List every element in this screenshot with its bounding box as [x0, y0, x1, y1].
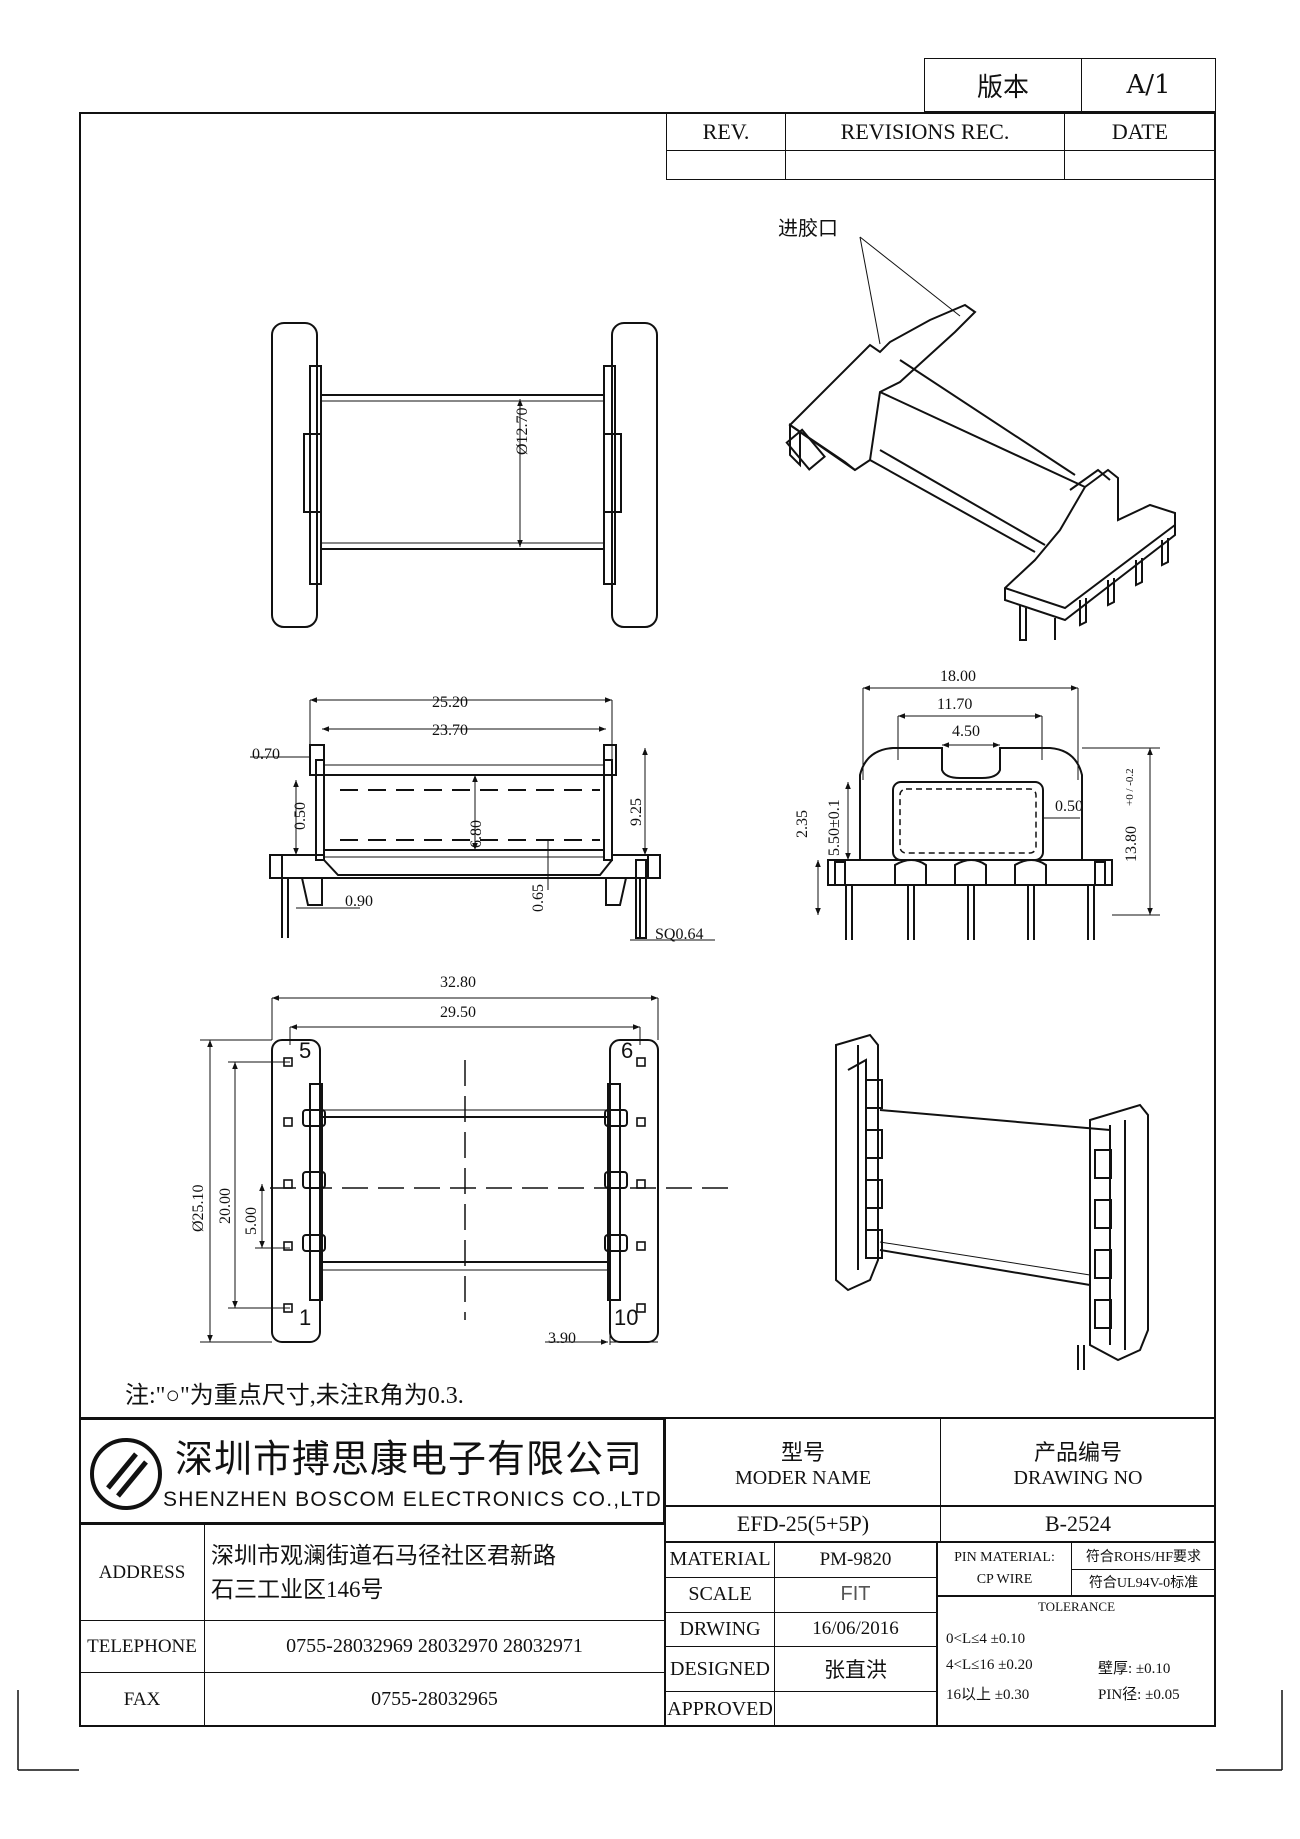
address-line1: 深圳市观澜街道石马径社区君新路 [211, 1542, 556, 1568]
contact-table: ADDRESS 深圳市观澜街道石马径社区君新路 石三工业区146号 TELEPH… [79, 1524, 665, 1727]
pin-10-label: 10 [614, 1305, 639, 1330]
tolerance-row3b: PIN径: ±0.05 [1098, 1687, 1180, 1703]
tolerance-row1: 0<L≤4 ±0.10 [946, 1631, 1026, 1647]
company-block: 深圳市搏思康电子有限公司 SHENZHEN BOSCOM ELECTRONICS… [79, 1418, 665, 1524]
bottom-view [200, 995, 730, 1345]
approved-label: APPROVED [665, 1691, 775, 1727]
dim-25-20: 25.20 [432, 694, 468, 711]
dim-32-80: 32.80 [440, 974, 476, 991]
fax-value: 0755-28032965 [204, 1672, 665, 1727]
ul-value: 符合UL94V-0标准 [1071, 1568, 1216, 1596]
cp-wire-label: CP WIRE [976, 1572, 1033, 1587]
company-name-cn: 深圳市搏思康电子有限公司 [175, 1439, 644, 1481]
company-name-en: SHENZHEN BOSCOM ELECTRONICS CO.,LTD [163, 1488, 662, 1511]
top-view [271, 322, 658, 628]
rohs-value: 符合ROHS/HF要求 [1071, 1542, 1216, 1570]
pin-1-label: 1 [299, 1305, 312, 1330]
dim-11-70: 11.70 [937, 696, 973, 713]
drawing-no-label-cn: 产品编号 [1033, 1439, 1122, 1465]
dim-29-50: 29.50 [440, 1004, 476, 1021]
dim-0-70: 0.70 [252, 746, 280, 763]
dim-23-70: 23.70 [432, 722, 468, 739]
dim-0-90: 0.90 [345, 893, 373, 910]
designed-label: DESIGNED [665, 1646, 775, 1693]
tolerance-label: TOLERANCE [1037, 1599, 1116, 1614]
material-label: MATERIAL [665, 1542, 775, 1578]
version-box: 版本 A/1 [924, 58, 1216, 112]
dim-4-50: 4.50 [952, 723, 980, 740]
model-value: EFD-25(5+5P) [665, 1506, 941, 1542]
dim-3-90: 3.90 [548, 1330, 576, 1347]
tolerance-row3a: 16以上 ±0.30 [946, 1687, 1030, 1703]
pin-6-label: 6 [621, 1038, 634, 1063]
drwing-label: DRWING [665, 1611, 775, 1648]
model-drawing-values: EFD-25(5+5P) B-2524 [665, 1506, 1216, 1542]
scale-label: SCALE [665, 1576, 775, 1613]
iso-view-bottom [835, 1033, 1149, 1370]
front-view [815, 685, 1160, 940]
fax-label: FAX [79, 1672, 205, 1727]
revisions-rec-label: REVISIONS REC. [785, 112, 1065, 151]
iso-view-top [785, 236, 1176, 641]
pin-material-label: PIN MATERIAL: [954, 1550, 1055, 1565]
date-label: DATE [1064, 112, 1216, 151]
tolerance-row2a: 4<L≤16 ±0.20 [946, 1657, 1033, 1673]
pin-5-label: 5 [299, 1038, 312, 1063]
dim-sq-0-64: SQ0.64 [655, 926, 704, 943]
pin-material-table: PIN MATERIAL: CP WIRE 符合ROHS/HF要求 符合UL94… [937, 1542, 1216, 1596]
drawing-no-label-en: DRAWING NO [1013, 1466, 1143, 1489]
version-value: A/1 [1081, 58, 1216, 112]
side-view [250, 697, 715, 941]
model-label-cn: 型号 [780, 1439, 825, 1465]
model-drawing-header: 型号 MODER NAME 产品编号 DRAWING NO [665, 1418, 1216, 1506]
version-label: 版本 [924, 58, 1082, 112]
tolerance-box: TOLERANCE 0<L≤4 ±0.10 4<L≤16 ±0.20 壁厚: ±… [937, 1596, 1216, 1727]
material-table: MATERIAL PM-9820 SCALE FIT DRWING 16/06/… [665, 1542, 937, 1727]
drawing-no-value: B-2524 [940, 1506, 1216, 1542]
revisions-table: REV. REVISIONS REC. DATE [666, 112, 1216, 180]
company-logo-icon [90, 1438, 162, 1510]
drawing-note: 注:"○"为重点尺寸,未注R角为0.3. [125, 1383, 464, 1409]
rev-label: REV. [666, 112, 786, 151]
dim-0-50-b: 0.50 [1055, 798, 1083, 815]
model-label-en: MODER NAME [734, 1466, 872, 1489]
approved-value [774, 1691, 937, 1727]
address-line2: 石三工业区146号 [211, 1576, 384, 1602]
designed-value: 张直洪 [774, 1646, 937, 1693]
gate-label: 进胶口 [778, 218, 838, 240]
dim-18-00: 18.00 [940, 668, 976, 685]
tolerance-row2b: 壁厚: ±0.10 [1098, 1661, 1171, 1677]
